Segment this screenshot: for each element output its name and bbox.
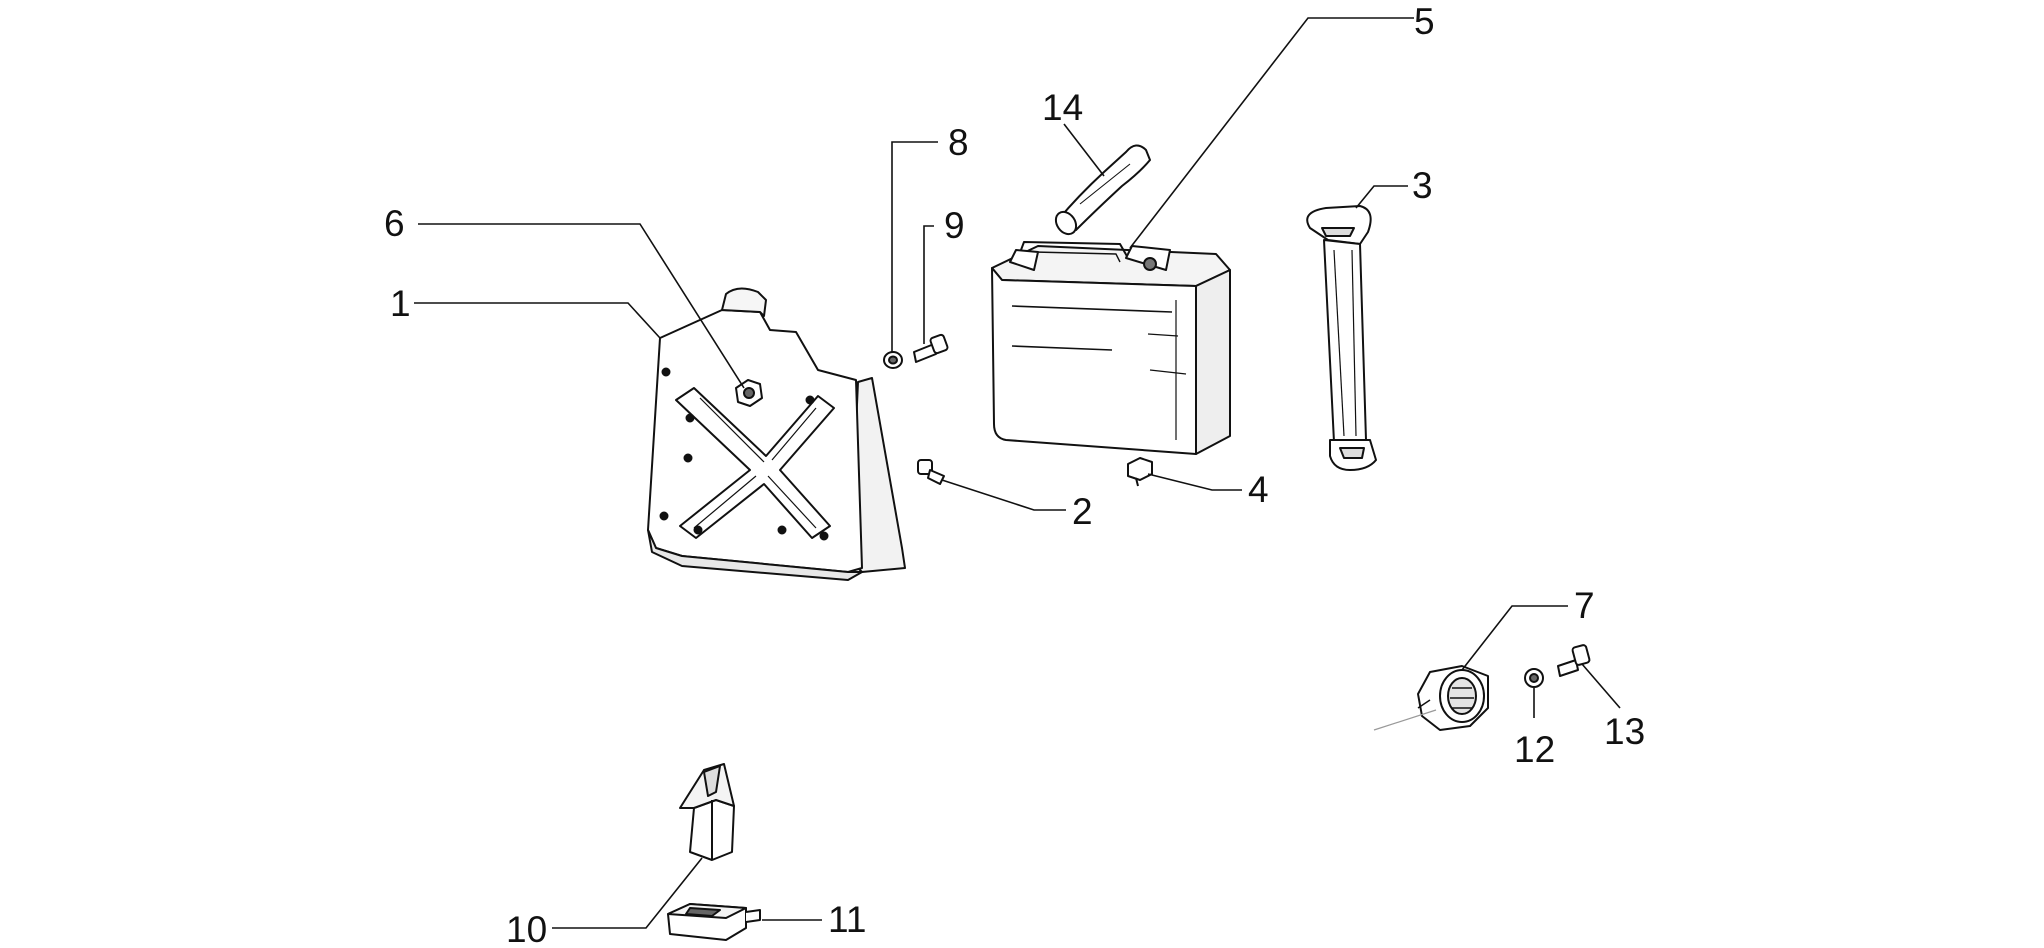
callout-10: 10: [506, 909, 547, 948]
part-9-screw: [914, 334, 948, 362]
leader-line-10: [552, 857, 703, 929]
leader-line-13: [1581, 663, 1621, 709]
callout-7: 7: [1574, 585, 1595, 626]
callout-9: 9: [944, 205, 965, 246]
part-4-nut: [1128, 458, 1152, 486]
leader-line-14: [1063, 123, 1105, 177]
part-1-battery-bracket: [648, 288, 905, 580]
callout-5: 5: [1414, 1, 1435, 42]
callout-14: 14: [1042, 87, 1083, 128]
callout-6: 6: [384, 203, 405, 244]
callout-numbers: 1 6 8 9 2 4 5 14 3 7 12 13 10 11: [384, 1, 1645, 948]
leader-line-1: [414, 302, 661, 339]
leader-lines: [414, 17, 1621, 929]
callout-1: 1: [390, 283, 411, 324]
part-5-battery: [992, 242, 1230, 454]
part-2-screw: [918, 460, 944, 484]
leader-line-3: [1355, 185, 1408, 209]
callout-13: 13: [1604, 711, 1645, 752]
part-12-washer: [1525, 669, 1543, 687]
part-14-vent-tube: [1052, 145, 1150, 238]
part-3-rubber-strap: [1307, 206, 1376, 470]
leader-line-7: [1461, 605, 1568, 671]
leader-line-9: [923, 225, 934, 344]
callout-8: 8: [948, 122, 969, 163]
callout-2: 2: [1072, 491, 1093, 532]
part-11-fuse-block: [668, 904, 760, 940]
callout-4: 4: [1248, 469, 1269, 510]
callout-3: 3: [1412, 165, 1433, 206]
leader-line-2: [941, 479, 1066, 511]
part-8-washer: [884, 352, 902, 368]
part-10-holder: [680, 764, 734, 860]
leader-line-5: [1129, 17, 1414, 249]
callout-11: 11: [828, 899, 866, 940]
leader-line-8: [891, 141, 938, 352]
part-7-connector: [1418, 666, 1488, 730]
callout-12: 12: [1514, 729, 1555, 770]
leader-line-6: [418, 223, 745, 389]
leader-line-4: [1147, 473, 1242, 491]
part-7-lead-line: [1373, 709, 1437, 731]
part-13-screw: [1558, 644, 1590, 676]
